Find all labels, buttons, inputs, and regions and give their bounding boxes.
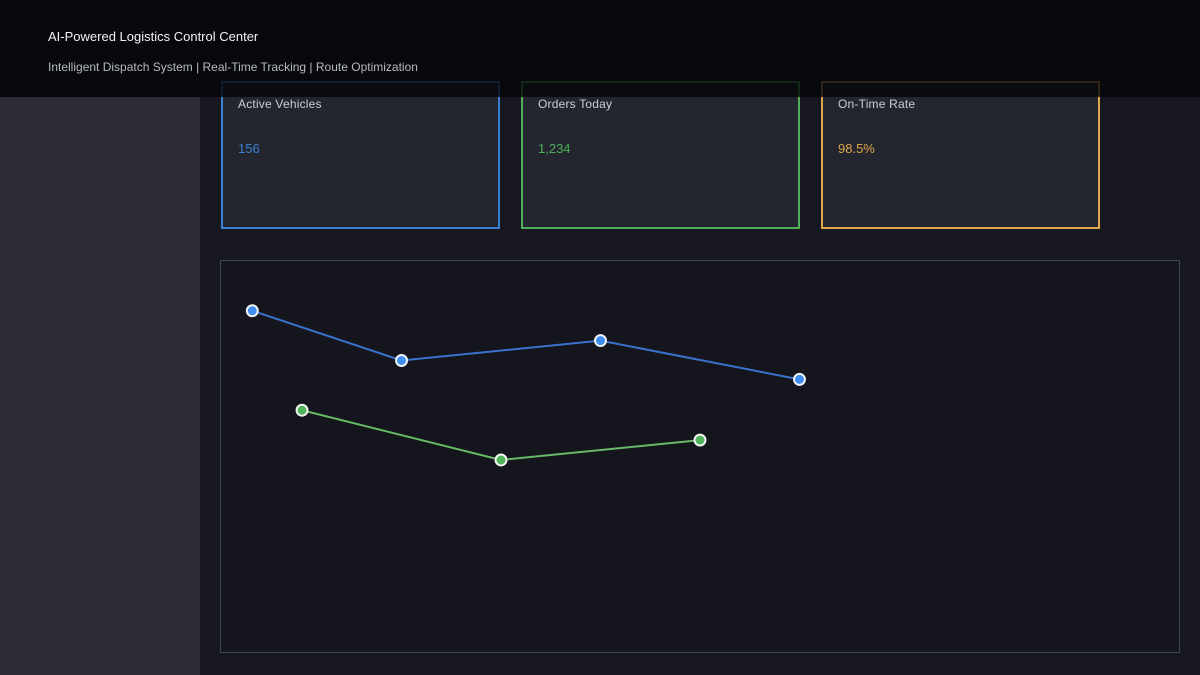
stat-label: On-Time Rate: [838, 97, 916, 111]
green-series-point[interactable]: [295, 403, 309, 417]
stat-card-active-vehicles: Active Vehicles 156: [221, 81, 500, 229]
stat-cards-row: Active Vehicles 156 Orders Today 1,234 O…: [221, 81, 1100, 229]
blue-series-line: [251, 309, 800, 381]
stat-card-orders-today: Orders Today 1,234: [521, 81, 800, 229]
blue-series-point[interactable]: [245, 304, 259, 318]
green-series-line: [301, 409, 701, 461]
green-series-point[interactable]: [494, 453, 508, 467]
blue-series-point[interactable]: [793, 372, 806, 386]
stat-value: 1,234: [538, 141, 571, 156]
chart-panel: [220, 260, 1180, 653]
stat-card-on-time-rate: On-Time Rate 98.5%: [821, 81, 1100, 229]
stat-label: Orders Today: [538, 97, 613, 111]
page-subtitle: Intelligent Dispatch System | Real-Time …: [48, 60, 418, 74]
stat-value: 98.5%: [838, 141, 875, 156]
green-series-point[interactable]: [693, 433, 707, 447]
blue-series-point[interactable]: [594, 334, 607, 348]
page-title: AI-Powered Logistics Control Center: [48, 29, 259, 44]
stat-label: Active Vehicles: [238, 97, 322, 111]
line-chart: [245, 304, 806, 467]
blue-series-point[interactable]: [395, 354, 408, 367]
stat-value: 156: [238, 141, 260, 156]
header: AI-Powered Logistics Control Center Inte…: [0, 0, 1200, 97]
sidebar: [0, 97, 200, 675]
